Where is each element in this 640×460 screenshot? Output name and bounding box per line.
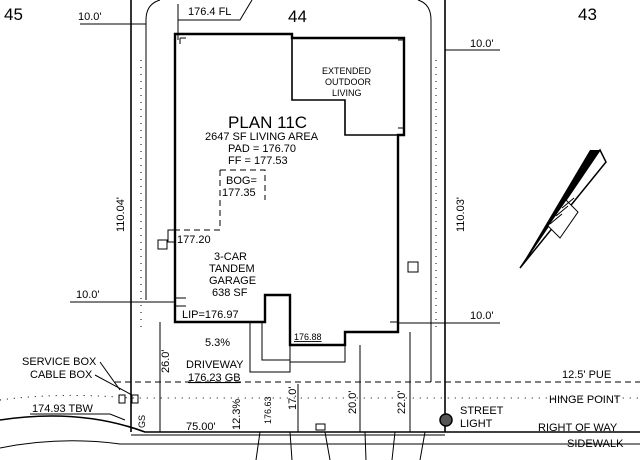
lot-number-left: 45 (4, 5, 23, 24)
road-ticks (255, 431, 426, 460)
outdoor-living-line2: OUTDOOR (325, 77, 371, 87)
right-of-way-label: RIGHT OF WAY (538, 422, 618, 434)
elevation-177-20: 177.20 (177, 234, 211, 246)
driveway-outline (249, 322, 291, 373)
service-box-symbol (118, 394, 126, 404)
cable-box-label: CABLE BOX (30, 369, 93, 381)
plan-ff: FF = 177.53 (228, 155, 288, 167)
sidewalk-line (0, 440, 640, 449)
street-light-label-2: LIGHT (460, 418, 493, 430)
elevation-176-88: 176.88 (294, 332, 322, 342)
driveway-slope: 5.3% (205, 337, 230, 349)
hinge-point-label: HINGE POINT (549, 394, 621, 406)
plan-living-area: 2647 SF LIVING AREA (205, 131, 319, 143)
service-box-label: SERVICE BOX (22, 356, 97, 368)
front-walk (289, 345, 346, 363)
street-light-label-1: STREET (460, 405, 504, 417)
slope-12-3: 12.3% (231, 399, 243, 430)
dim-width-75: 75.00' (186, 421, 216, 433)
outdoor-living-outline (291, 38, 404, 136)
dim-front-17: 17.0' (287, 386, 299, 410)
plan-name: PLAN 11C (228, 113, 307, 132)
meter-box-symbol (315, 423, 326, 431)
house-footprint (173, 32, 406, 347)
house-corner-ticks (167, 37, 404, 323)
bog-area (175, 169, 266, 231)
tbw-elevation: 174.93 TBW (32, 403, 94, 415)
sidewalk-label: SIDEWALK (567, 438, 624, 450)
dim-setback-top-right: 10.0' (470, 38, 494, 50)
service-box-leader (99, 361, 121, 391)
hvac-pad-left (157, 239, 168, 250)
dim-front-20: 20.0' (347, 390, 359, 414)
right-of-way-line (0, 415, 640, 433)
lot-number-center: 44 (288, 7, 307, 26)
driveway-label: DRIVEWAY (186, 359, 244, 371)
garage-line1: 3-CAR (214, 251, 247, 263)
pue-label: 12.5' PUE (562, 369, 611, 381)
elevation-176-63: 176.63 (263, 396, 273, 424)
fl-elevation: 176.4 FL (188, 6, 231, 18)
dim-setback-mid-left: 10.0' (76, 289, 100, 301)
street-light-symbol (439, 413, 453, 427)
hvac-pad-right (407, 261, 419, 273)
garage-line4: 638 SF (212, 287, 248, 299)
setback-envelope-right (417, 0, 432, 382)
bog-elevation: 177.35 (222, 187, 256, 199)
hinge-point-line (0, 394, 640, 401)
tbw-leader (30, 413, 126, 421)
dim-setback-top-left: 10.0' (78, 11, 102, 23)
garage-line3: GARAGE (209, 275, 256, 287)
dim-depth-right: 110.03' (455, 197, 467, 232)
outdoor-living-line1: EXTENDED (322, 66, 372, 76)
setback-envelope (145, 0, 161, 300)
dim-setback-mid-right: 10.0' (470, 310, 494, 322)
dim-depth-left: 110.04' (115, 197, 127, 232)
cable-box-leader (94, 374, 133, 396)
dim-front-26: 26.0' (160, 349, 172, 373)
north-arrow-icon (519, 148, 607, 269)
bog-label: BOG= (226, 175, 257, 187)
garage-line2: TANDEM (209, 263, 255, 275)
lot-number-right: 43 (578, 5, 597, 24)
gb-elevation: 176.23 GB (188, 372, 241, 384)
cable-box-symbol (131, 394, 139, 404)
dim-front-22: 22.0' (396, 390, 408, 414)
plan-pad: PAD = 176.70 (228, 143, 296, 155)
outdoor-living-line3: LIVING (332, 88, 362, 98)
fl-leader (178, 0, 253, 21)
gs-label: GS (137, 415, 147, 428)
lip-elevation: LIP=176.97 (182, 309, 239, 321)
